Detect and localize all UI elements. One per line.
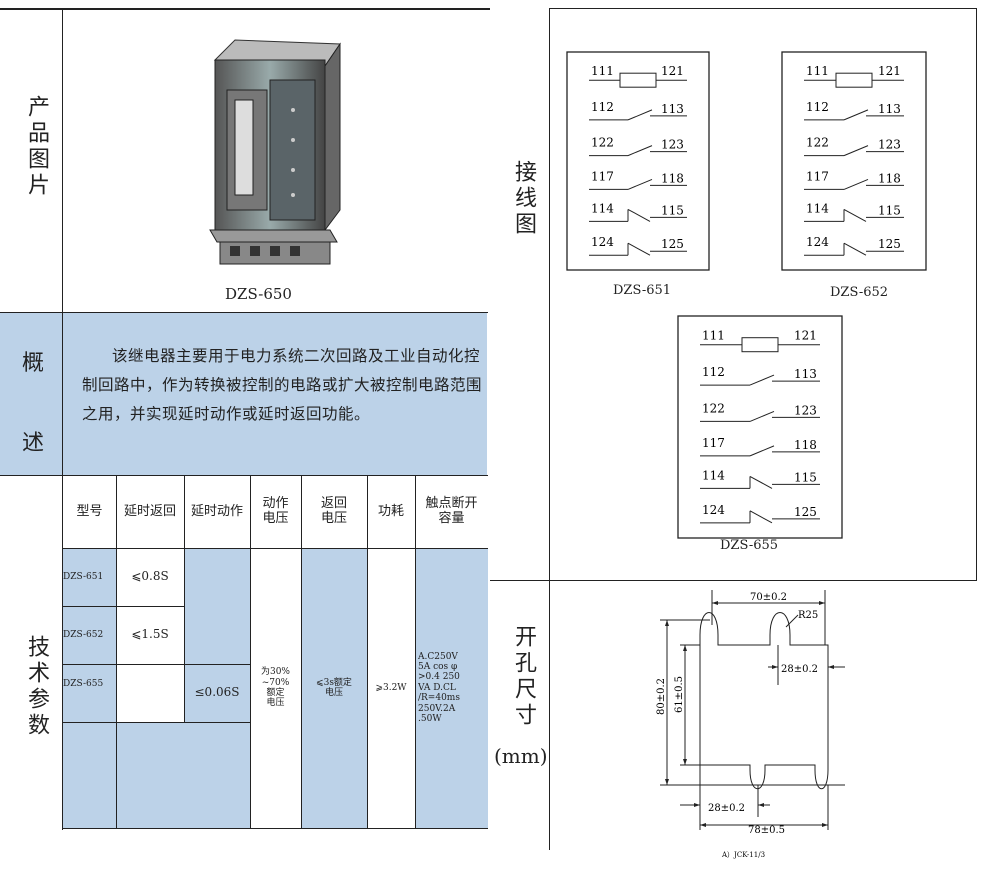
dim-radius: R25 — [798, 610, 818, 621]
header-delay-return: 延时返回 — [123, 503, 176, 519]
terminal-label: 124 — [702, 503, 725, 517]
dim-height-outer: 80±0.2 — [656, 678, 667, 715]
terminal-label: 123 — [661, 138, 684, 152]
wiring-diagram-label: 接线图 — [511, 160, 536, 238]
terminal-label: 114 — [806, 201, 829, 215]
dim-right-notch: 28±0.2 — [781, 664, 818, 675]
terminal-label: 125 — [878, 237, 901, 251]
terminal-label: 122 — [806, 136, 829, 150]
terminal-label: 115 — [661, 203, 684, 217]
header-contact-capacity: 触点断开 容量 — [425, 496, 478, 526]
header-power: 功耗 — [377, 503, 404, 519]
terminal-label: 124 — [806, 235, 829, 249]
row-delay-return: ⩽1.5S — [131, 627, 169, 642]
diagram-caption: DZS-651 — [613, 283, 672, 298]
terminal-label: 118 — [878, 171, 901, 185]
terminal-label: 117 — [591, 169, 614, 183]
relay-product-image — [209, 39, 341, 265]
terminal-label: 111 — [702, 329, 725, 343]
terminal-label: 125 — [794, 505, 817, 519]
dim-height-inner: 61±0.5 — [674, 676, 685, 713]
header-action-voltage: 动作 电压 — [262, 496, 289, 526]
terminal-label: 122 — [702, 401, 725, 415]
terminal-label: 117 — [806, 169, 829, 183]
power-value: ⩾3.2W — [375, 682, 407, 693]
terminal-label: 118 — [794, 438, 817, 452]
terminal-label: 111 — [806, 64, 829, 78]
terminal-label: 113 — [878, 102, 901, 116]
header-model: 型号 — [76, 503, 103, 519]
diagram-caption: DZS-652 — [830, 285, 889, 300]
row-model: DZS-652 — [63, 629, 104, 640]
diagram-caption: DZS-655 — [720, 538, 779, 553]
cutout-size-label: 开孔尺寸 — [511, 625, 536, 729]
terminal-label: 123 — [878, 138, 901, 152]
product-image-label: 产品图片 — [24, 95, 49, 199]
terminal-label: 121 — [794, 329, 817, 343]
cutout-unit: (mm) — [494, 744, 548, 768]
product-model-caption: DZS-650 — [225, 285, 292, 303]
terminal-label: 113 — [661, 102, 684, 116]
row-model: DZS-655 — [63, 678, 104, 689]
row-model: DZS-651 — [63, 571, 104, 582]
terminal-label: 113 — [794, 367, 817, 381]
terminal-label: 112 — [591, 100, 614, 114]
terminal-label: 112 — [806, 100, 829, 114]
terminal-label: 114 — [591, 201, 614, 215]
dim-width-bottom: 78±0.5 — [748, 825, 785, 836]
wiring-diagram: 111 121 112 113 122 123 117 118 114 115 124 125 — [677, 315, 843, 539]
header-delay-action: 延时动作 — [190, 503, 243, 519]
overview-label-1: 概 — [22, 351, 45, 376]
dim-bottom-notch: 28±0.2 — [708, 803, 745, 814]
wiring-diagram: 111 121 112 113 122 123 117 118 114 115 124 125 — [781, 51, 927, 271]
header-return-voltage: 返回 电压 — [320, 496, 347, 526]
delay-action-value: ≤0.06S — [194, 685, 240, 700]
dim-width-top: 70±0.2 — [750, 592, 787, 603]
action-voltage-value: 为30% ~70% 额定 电压 — [260, 667, 290, 709]
terminal-label: 123 — [794, 403, 817, 417]
terminal-label: 124 — [591, 235, 614, 249]
terminal-label: 114 — [702, 468, 725, 482]
return-voltage-value: ⩽3s额定 电压 — [316, 677, 352, 698]
terminal-label: 125 — [661, 237, 684, 251]
overview-text: 该继电器主要用于电力系统二次回路及工业自动化控制回路中，作为转换被控制的电路或扩… — [82, 347, 483, 423]
terminal-label: 121 — [878, 64, 901, 78]
wiring-diagram: 111 121 112 113 122 123 117 118 114 115 124 125 — [566, 51, 710, 271]
coil-symbol — [741, 337, 779, 353]
coil-symbol — [619, 72, 657, 88]
terminal-label: 122 — [591, 136, 614, 150]
terminal-label: 121 — [661, 64, 684, 78]
cutout-dimension-drawing: 70±0.2 R25 28±0.2 80±0.2 61±0.5 28±0.2 7… — [656, 590, 845, 859]
terminal-label: 115 — [878, 203, 901, 217]
overview-label-2: 述 — [22, 431, 45, 456]
coil-symbol — [835, 72, 873, 88]
tech-params-label: 技术参数 — [24, 635, 49, 739]
terminal-label: 117 — [702, 436, 725, 450]
terminal-label: 118 — [661, 171, 684, 185]
terminal-label: 115 — [794, 470, 817, 484]
terminal-label: 111 — [591, 64, 614, 78]
contact-capacity-value: A.C250V 5A cos φ >0.4 250 VA D.CL /R=40m… — [418, 651, 460, 724]
drawing-caption: A）JCK-11/3 — [721, 851, 765, 859]
terminal-label: 112 — [702, 365, 725, 379]
row-delay-return: ⩽0.8S — [131, 569, 169, 584]
